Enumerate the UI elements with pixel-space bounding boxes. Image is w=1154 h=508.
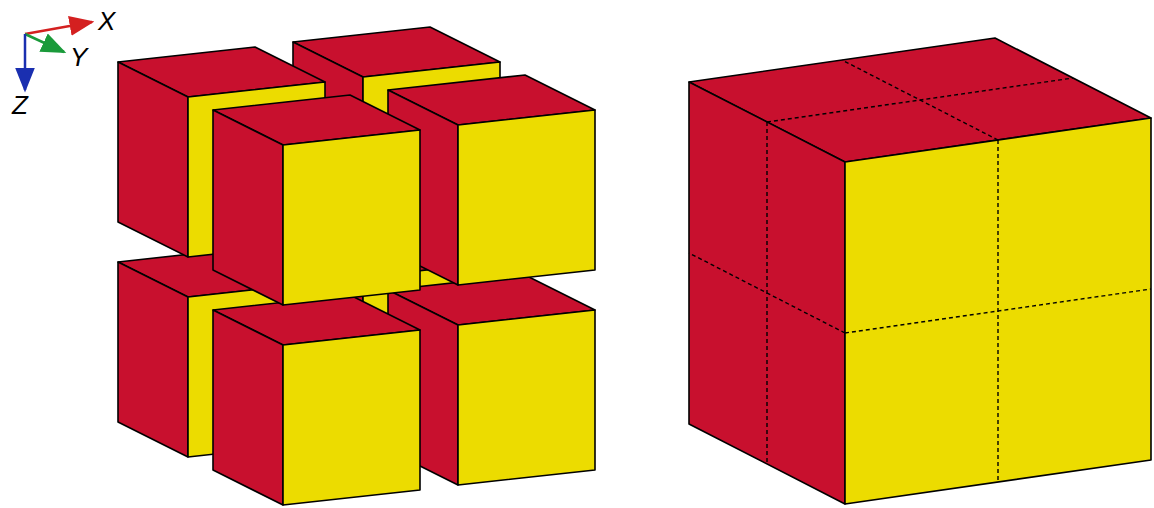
assembled-cube (689, 38, 1151, 504)
side-face (213, 110, 283, 305)
z-axis-arrow (24, 34, 27, 90)
exploded-cubes (118, 27, 595, 505)
y-axis-arrow (25, 34, 64, 52)
side-face (213, 310, 283, 505)
dashed-split-line (842, 60, 998, 140)
dashed-split-line (689, 253, 845, 333)
dashed-split-line (845, 289, 1151, 333)
y-axis-label: Y (70, 44, 87, 70)
x-axis-label: X (98, 8, 115, 34)
cube (213, 95, 420, 305)
x-axis-arrow (25, 22, 92, 34)
side-face (118, 262, 188, 457)
front-face (283, 330, 420, 505)
z-axis-label: Z (12, 92, 28, 118)
side-face (689, 82, 845, 504)
front-face (845, 118, 1151, 504)
cube (213, 295, 420, 505)
cube (689, 38, 1151, 504)
front-face (283, 130, 420, 305)
axis-triad (25, 22, 92, 90)
side-face (118, 62, 188, 257)
front-face (458, 110, 595, 285)
front-face (458, 310, 595, 485)
